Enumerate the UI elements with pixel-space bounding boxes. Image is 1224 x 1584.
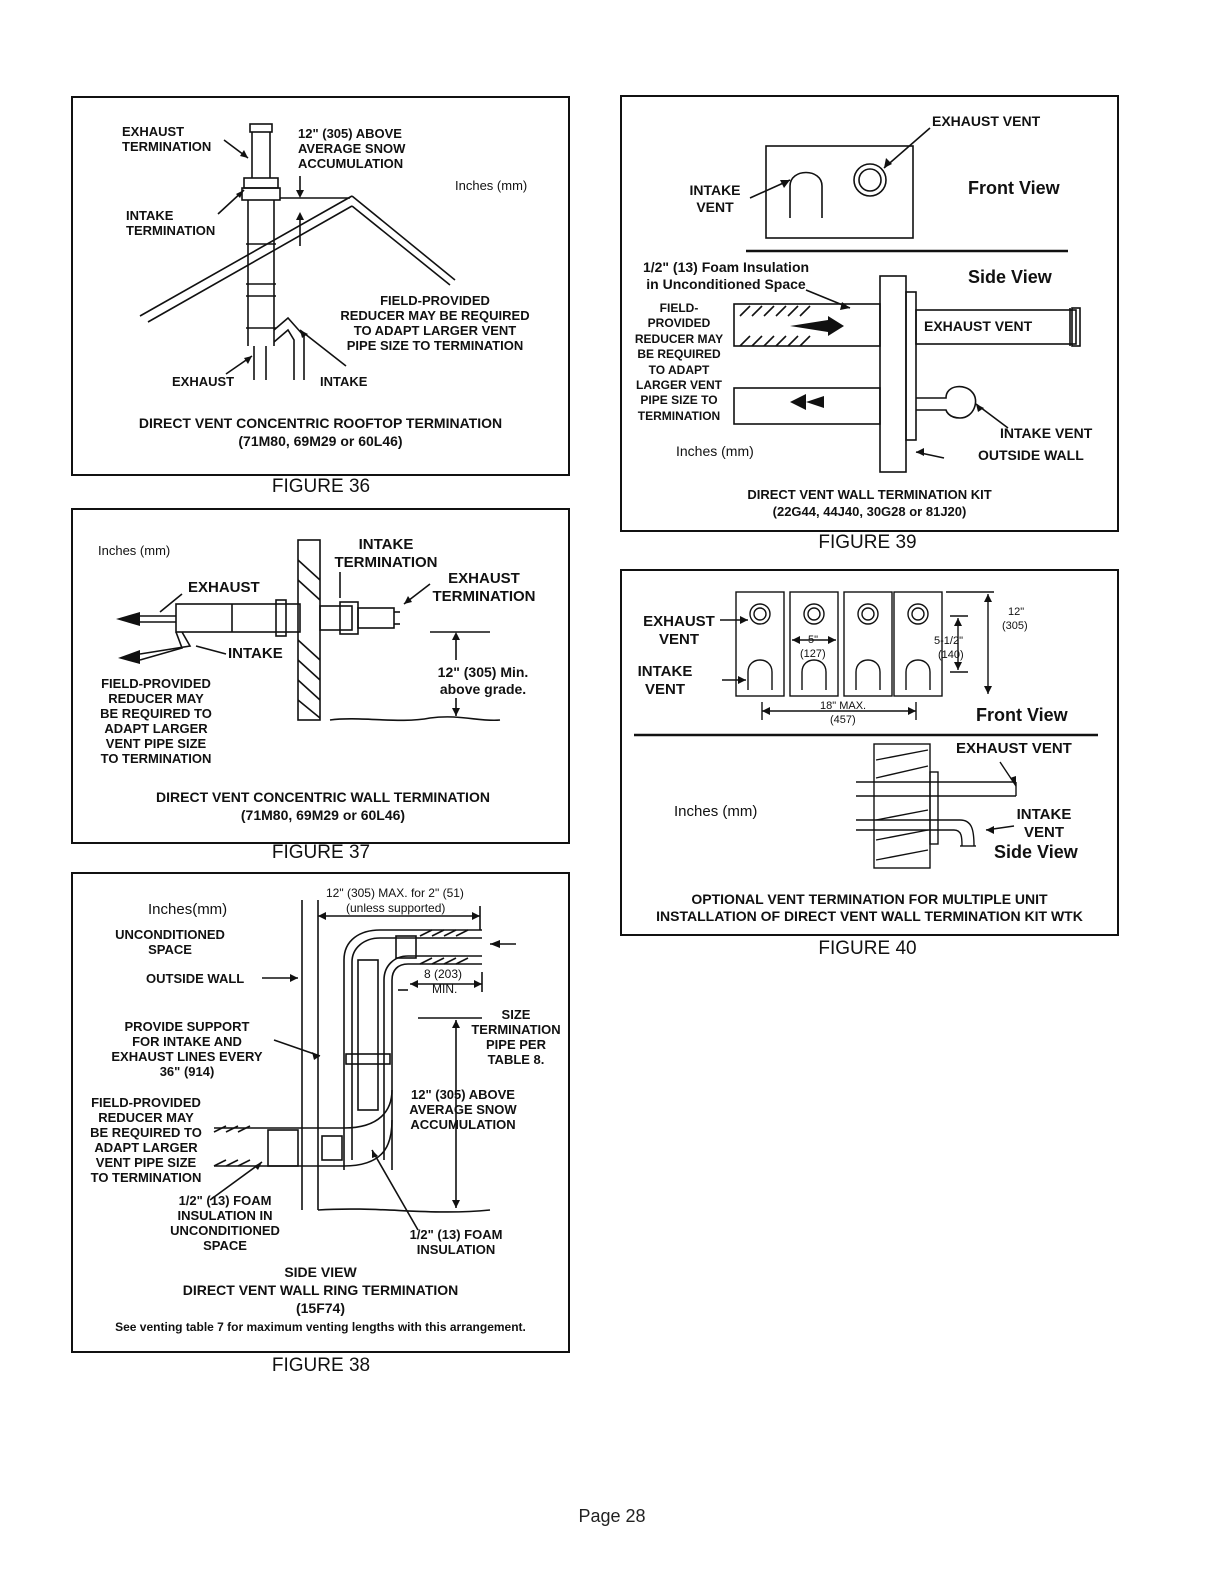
fig37-units: Inches (mm): [98, 543, 171, 558]
fig39-intake-vent: INTAKE VENT: [689, 182, 741, 215]
fig38-max-note: 12" (305) MAX. for 2" (51): [326, 886, 464, 900]
fig38-outside-wall: OUTSIDE WALL: [146, 971, 245, 986]
fig38-size-note: SIZE TERMINATION PIPE PER TABLE 8.: [471, 1007, 561, 1067]
fig40-intake-vent: INTAKE VENT: [637, 663, 693, 698]
fig38-models: (15F74): [295, 1300, 346, 1316]
figure-37-caption: FIGURE 37: [271, 842, 371, 863]
fig39-models: (22G44, 44J40, 30G28 or 81J20): [772, 504, 967, 519]
fig38-snow-note: 12" (305) ABOVE AVERAGE SNOW ACCUMULATIO…: [409, 1087, 517, 1132]
fig37-intake-termination: INTAKE TERMINATION: [334, 536, 438, 571]
fig36-reducer-note: FIELD-PROVIDED REDUCER MAY BE REQUIRED T…: [340, 293, 530, 353]
fig37-models: (71M80, 69M29 or 60L46): [240, 807, 406, 823]
fig38-foam-left: 1/2" (13) FOAM INSULATION IN UNCONDITION…: [170, 1193, 280, 1253]
fig38-note: See venting table 7 for maximum venting …: [115, 1320, 526, 1334]
figure-39-caption: FIGURE 39: [818, 532, 917, 553]
fig38-foam-right: 1/2" (13) FOAM INSULATION: [409, 1227, 503, 1257]
fig38-units: Inches(mm): [148, 901, 228, 918]
fig40-dim12mm: (305): [1002, 620, 1028, 632]
fig37-intake-label: INTAKE: [228, 645, 283, 662]
fig38-unless-note: (unless supported): [346, 901, 446, 915]
fig40-units: Inches (mm): [674, 803, 758, 820]
fig36-exhaust-label: EXHAUST: [172, 374, 235, 389]
fig39-foam-note: 1/2" (13) Foam Insulation in Uncondition…: [642, 259, 810, 292]
fig40-dim12: 12": [1008, 606, 1025, 618]
fig38-unconditioned: UNCONDITIONED SPACE: [115, 927, 225, 957]
fig39-units: Inches (mm): [676, 443, 754, 459]
fig40-dim5: 5": [808, 634, 819, 646]
fig37-title: DIRECT VENT CONCENTRIC WALL TERMINATION: [156, 789, 490, 805]
fig36-units: Inches (mm): [455, 178, 528, 193]
fig37-exhaust-termination: EXHAUST TERMINATION: [432, 570, 536, 605]
fig40-dim5mm: (127): [800, 648, 826, 660]
fig40-intake-side: INTAKE VENT: [1016, 806, 1072, 841]
fig40-exhaust-vent-side: EXHAUST VENT: [956, 740, 1072, 757]
fig40-title-1: OPTIONAL VENT TERMINATION FOR MULTIPLE U…: [691, 891, 1048, 907]
fig36-intake-label: INTAKE: [320, 374, 368, 389]
figure-40-frame: [620, 569, 1119, 936]
fig40-title-2: INSTALLATION OF DIRECT VENT WALL TERMINA…: [656, 908, 1083, 924]
fig39-exhaust-vent-side: EXHAUST VENT: [924, 318, 1033, 334]
fig36-intake-termination: INTAKE TERMINATION: [126, 208, 216, 238]
fig40-dim18mm: (457): [830, 714, 856, 726]
fig39-intake-vent-side: INTAKE VENT: [1000, 425, 1093, 441]
fig39-reducer-note: FIELD- PROVIDED REDUCER MAY BE REQUIRED …: [634, 301, 724, 423]
figure-38-frame: [71, 872, 570, 1353]
fig37-min-note: 12" (305) Min. above grade.: [437, 664, 529, 697]
figure-40-caption: FIGURE 40: [818, 938, 917, 959]
fig39-exhaust-vent-top: EXHAUST VENT: [932, 113, 1041, 129]
fig40-front-view: Front View: [976, 705, 1068, 725]
fig40-dim18: 18" MAX.: [820, 700, 867, 712]
fig38-side-view: SIDE VIEW: [284, 1264, 357, 1280]
fig39-title: DIRECT VENT WALL TERMINATION KIT: [747, 487, 992, 502]
fig36-snow-note: 12" (305) ABOVE AVERAGE SNOW ACCUMULATIO…: [298, 126, 406, 171]
figure-38-caption: FIGURE 38: [271, 1355, 371, 1376]
fig38-min8: 8 (203): [424, 967, 463, 981]
fig38-title: DIRECT VENT WALL RING TERMINATION: [182, 1282, 459, 1298]
fig39-front-view: Front View: [968, 178, 1060, 198]
fig36-title: DIRECT VENT CONCENTRIC ROOFTOP TERMINATI…: [138, 415, 503, 431]
fig38-reducer-note: FIELD-PROVIDED REDUCER MAY BE REQUIRED T…: [90, 1095, 202, 1185]
fig37-reducer-note: FIELD-PROVIDED REDUCER MAY BE REQUIRED T…: [100, 676, 212, 766]
fig38-support-note: PROVIDE SUPPORT FOR INTAKE AND EXHAUST L…: [111, 1019, 263, 1079]
page-number: Page 28: [578, 1506, 646, 1526]
fig37-exhaust-label: EXHAUST: [188, 579, 260, 596]
fig36-exhaust-termination: EXHAUST TERMINATION: [122, 124, 212, 154]
fig39-side-view: Side View: [968, 267, 1052, 287]
fig40-exhaust-vent: EXHAUST VENT: [643, 613, 715, 648]
fig40-side-view: Side View: [994, 842, 1078, 862]
fig36-models: (71M80, 69M29 or 60L46): [238, 433, 403, 449]
fig38-min-word: MIN.: [432, 982, 458, 996]
fig39-outside-wall: OUTSIDE WALL: [978, 447, 1084, 463]
figure-36-caption: FIGURE 36: [271, 476, 371, 497]
fig40-dim512mm: (140): [938, 649, 964, 661]
fig40-dim512: 5-1/2": [934, 635, 963, 647]
